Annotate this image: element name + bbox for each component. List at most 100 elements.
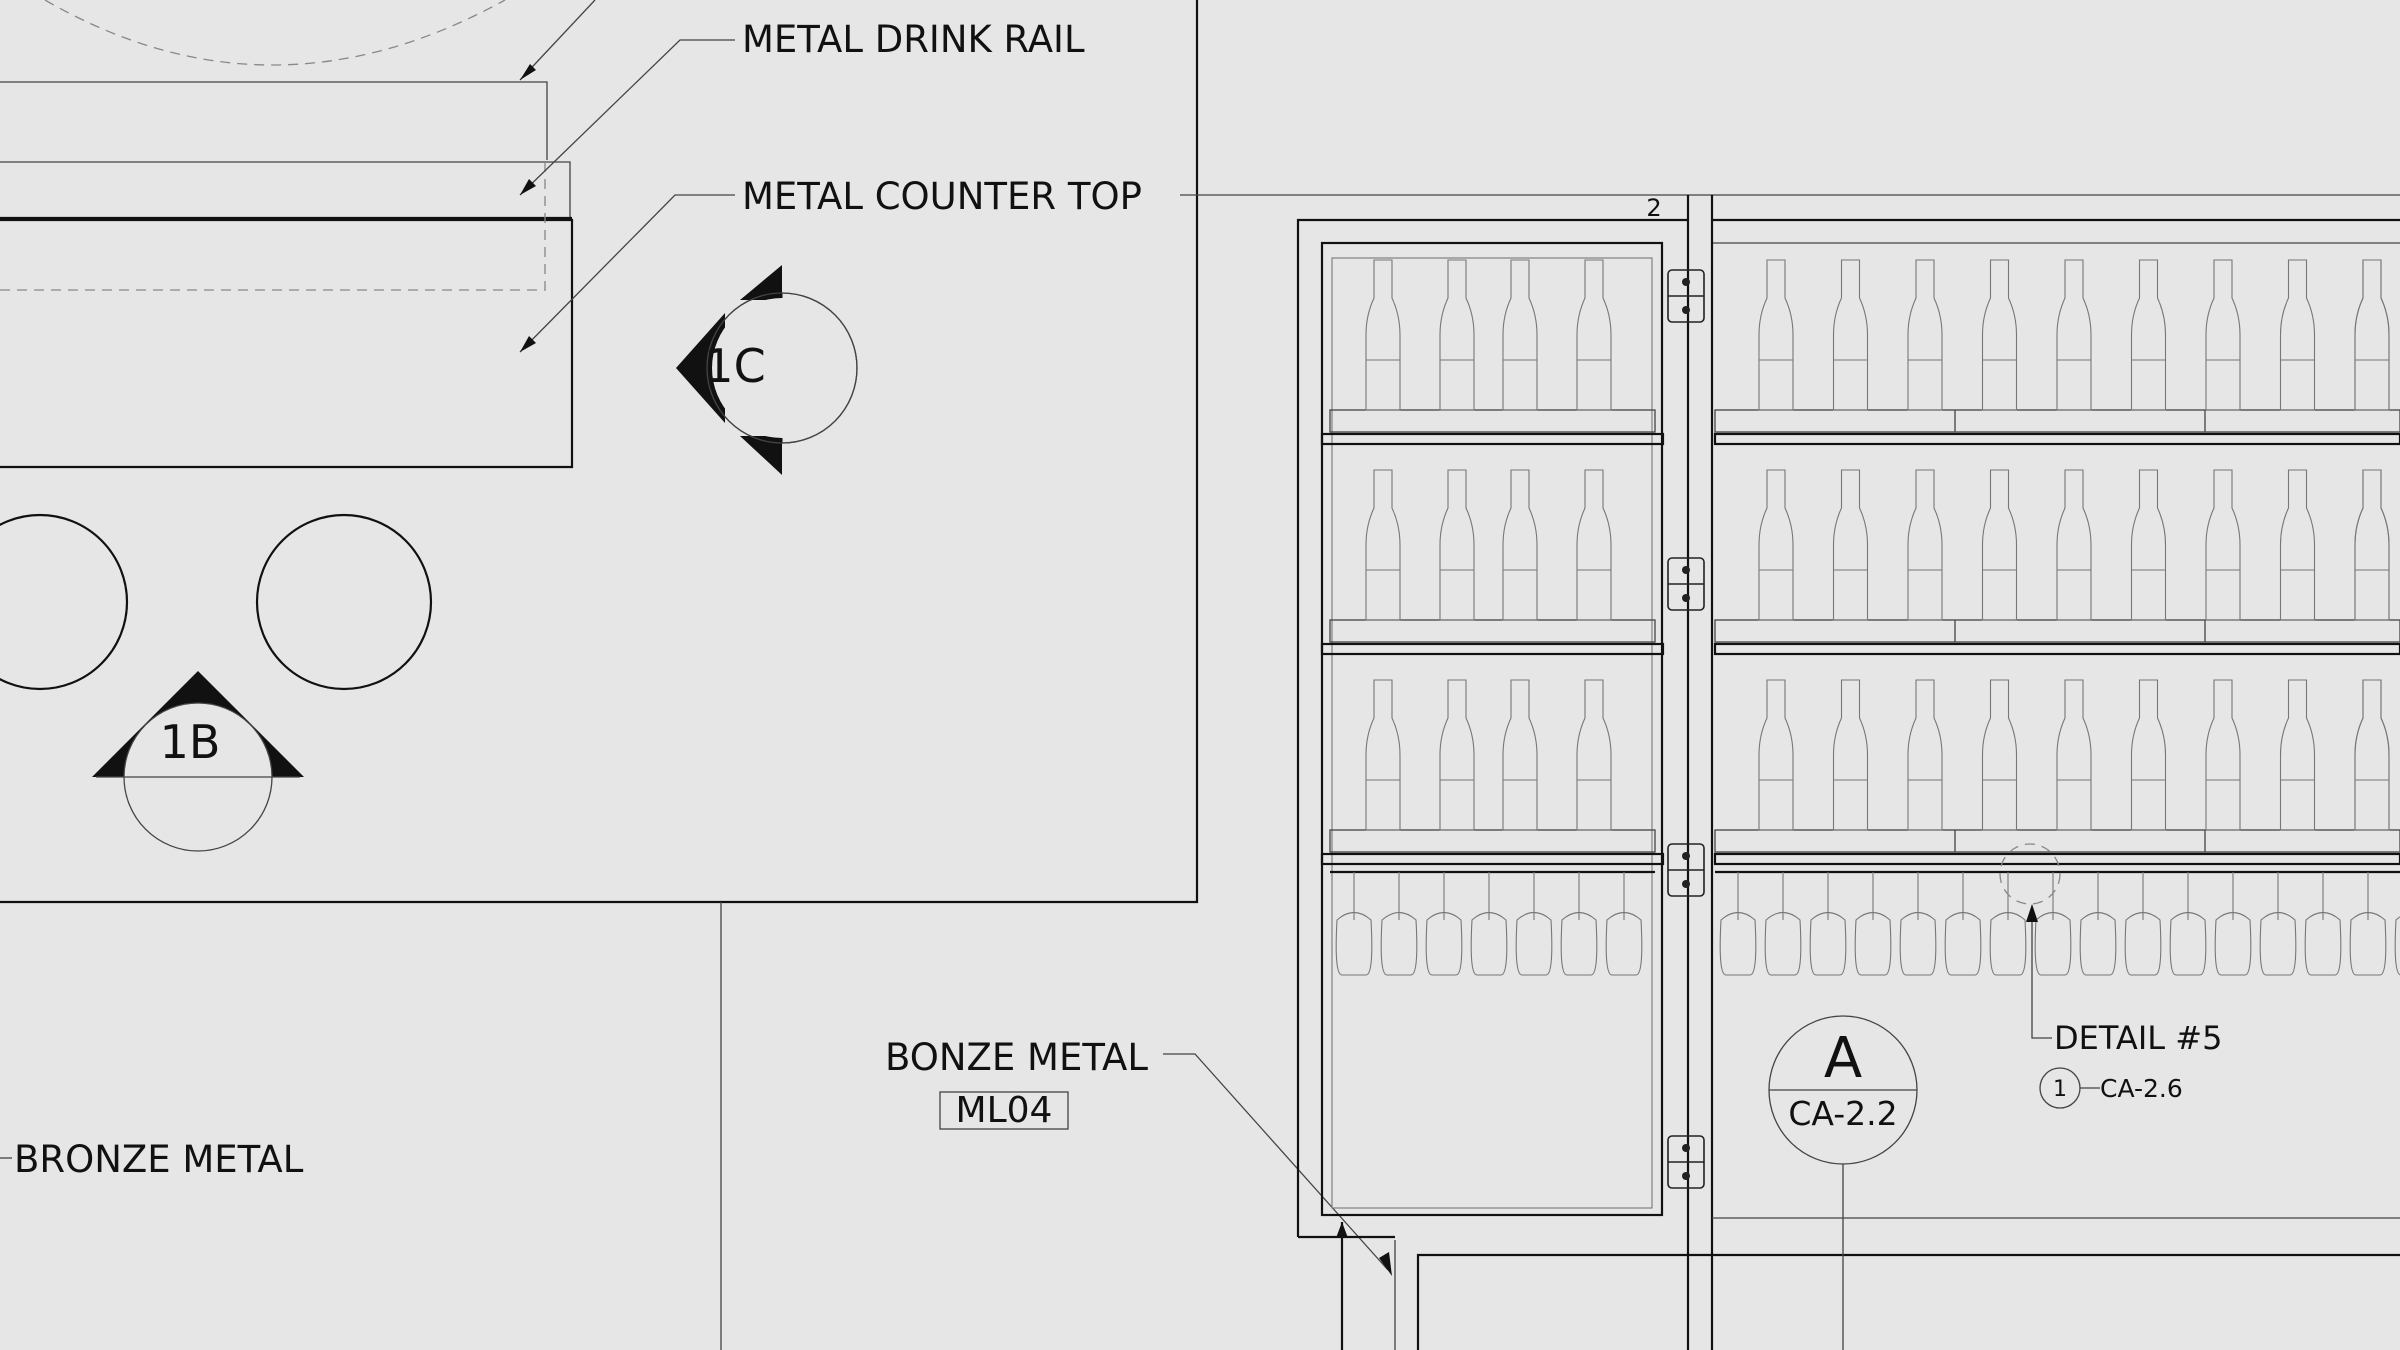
- leader-lines: [519, 0, 735, 353]
- bonze-metal-label: BONZE METAL: [885, 1036, 1148, 1079]
- wine-bottle: [2205, 259, 2241, 411]
- wine-bottle: [2130, 679, 2167, 831]
- wine-bottle: [2354, 679, 2390, 831]
- hinge-screw: [1682, 278, 1690, 286]
- wine-glass: [2079, 911, 2117, 976]
- wine-bottle: [2056, 679, 2092, 831]
- wine-glass: [1380, 911, 1418, 976]
- wine-bottle: [1981, 679, 2018, 831]
- metal-drink-rail-label: METAL DRINK RAIL: [742, 18, 1085, 61]
- ml04-tag-box: [939, 1091, 1069, 1130]
- bronze-metal-label: BRONZE METAL: [14, 1138, 304, 1181]
- shelf-board-left: [1320, 432, 1665, 446]
- elevation-tag-letter: A: [1824, 1026, 1862, 1091]
- hinge-screw: [1682, 880, 1690, 888]
- ml04-tag: ML04: [956, 1090, 1053, 1131]
- wine-shelves: [1320, 409, 2400, 866]
- wine-glass: [1809, 911, 1847, 976]
- counter-hidden-edge: [0, 160, 546, 291]
- section-marker-1c: 1C: [676, 265, 858, 475]
- wine-bottle: [2354, 259, 2390, 411]
- wine-bottle: [1832, 679, 1869, 831]
- wine-bottle: [2354, 259, 2390, 411]
- wine-glass: [1764, 911, 1802, 976]
- wine-bottle: [1832, 469, 1869, 621]
- wine-glass: [2034, 911, 2072, 976]
- wine-glass: [1899, 911, 1937, 976]
- wine-bottle: [1365, 469, 1401, 621]
- hinge-screw: [1682, 1172, 1690, 1180]
- left-door-inner: [1331, 257, 1653, 1209]
- wine-bottles: [1365, 259, 2390, 831]
- wine-bottle: [1758, 469, 1794, 621]
- wine-bottle: [1576, 469, 1612, 621]
- wine-bottle: [1439, 679, 1475, 831]
- wine-bottle: [2279, 259, 2316, 411]
- wine-bottle: [1439, 259, 1475, 411]
- wine-bottle: [2279, 679, 2316, 831]
- wine-bottle: [2279, 469, 2316, 621]
- wine-bottle: [2130, 259, 2167, 411]
- detail-ref-number: 1: [2053, 1077, 2067, 1102]
- wine-bottle: [1907, 469, 1943, 621]
- wine-glass: [2214, 911, 2252, 976]
- wine-bottle: [2130, 469, 2167, 621]
- dimension-mark: 2: [1646, 194, 1661, 222]
- wine-glass: [1335, 911, 1373, 976]
- wine-glass: [1854, 911, 1892, 976]
- plan-border: [0, 0, 1199, 904]
- hinge-screw: [1682, 852, 1690, 860]
- detail-ref-sheet: CA-2.6: [2100, 1074, 2183, 1103]
- wine-bottle: [1576, 679, 1612, 831]
- detail-5-leader: [2031, 906, 2052, 1039]
- wine-bottle: [2056, 259, 2092, 411]
- wine-glass: [1425, 911, 1463, 976]
- left-door-frame: [1320, 241, 1664, 1217]
- hinge-screw: [1682, 566, 1690, 574]
- shelf-board-right: [1713, 852, 2400, 866]
- stool-circle: [0, 513, 129, 691]
- elevation-tag-sheet: CA-2.2: [1788, 1094, 1897, 1133]
- detail-5-label: DETAIL #5: [2054, 1019, 2222, 1057]
- drink-rail-edge: [0, 161, 571, 219]
- wine-bottle: [1758, 259, 1794, 411]
- wine-bottle: [2354, 469, 2390, 621]
- wine-glass: [1989, 911, 2027, 976]
- hinge-screw: [1682, 1144, 1690, 1152]
- wine-bottle: [1502, 469, 1538, 621]
- wine-glass: [1560, 911, 1598, 976]
- stemware-glasses: [1330, 870, 2400, 976]
- wine-glass: [2169, 911, 2207, 976]
- wine-bottle: [2205, 679, 2241, 831]
- cabinet-outer-frame: [1296, 218, 1688, 1237]
- shelf-board-right: [1713, 642, 2400, 656]
- wine-glass: [2349, 911, 2387, 976]
- hinge-screw: [1682, 594, 1690, 602]
- wine-bottle: [1576, 259, 1612, 411]
- elevation-tag-a: A CA-2.2: [1768, 1015, 1918, 1350]
- wine-bottle: [1502, 679, 1538, 831]
- shelf-board-left: [1320, 642, 1665, 656]
- wine-bottle: [1365, 679, 1401, 831]
- wine-glass: [2259, 911, 2297, 976]
- wine-bottle: [1981, 469, 2018, 621]
- wine-bottle: [2205, 469, 2241, 621]
- shelf-board-left: [1320, 852, 1665, 866]
- wine-bottle: [1907, 679, 1943, 831]
- wine-bottle: [1981, 259, 2018, 411]
- stool-circle: [255, 513, 433, 691]
- bonze-leader: [1163, 1053, 1389, 1271]
- wine-glass: [1944, 911, 1982, 976]
- wine-bottle: [1502, 259, 1538, 411]
- dashed-arc: [44, 0, 506, 66]
- door-hinges: [1667, 269, 1705, 1189]
- wine-bottle: [1439, 469, 1475, 621]
- section-marker-1b: 1B: [92, 671, 304, 852]
- wine-glass: [1605, 911, 1643, 976]
- counter-top: [0, 218, 574, 469]
- hinge-screw: [1682, 306, 1690, 314]
- wine-glass: [2394, 916, 2400, 976]
- section-1b-label: 1B: [160, 715, 221, 769]
- plinth: [1416, 1253, 2400, 1350]
